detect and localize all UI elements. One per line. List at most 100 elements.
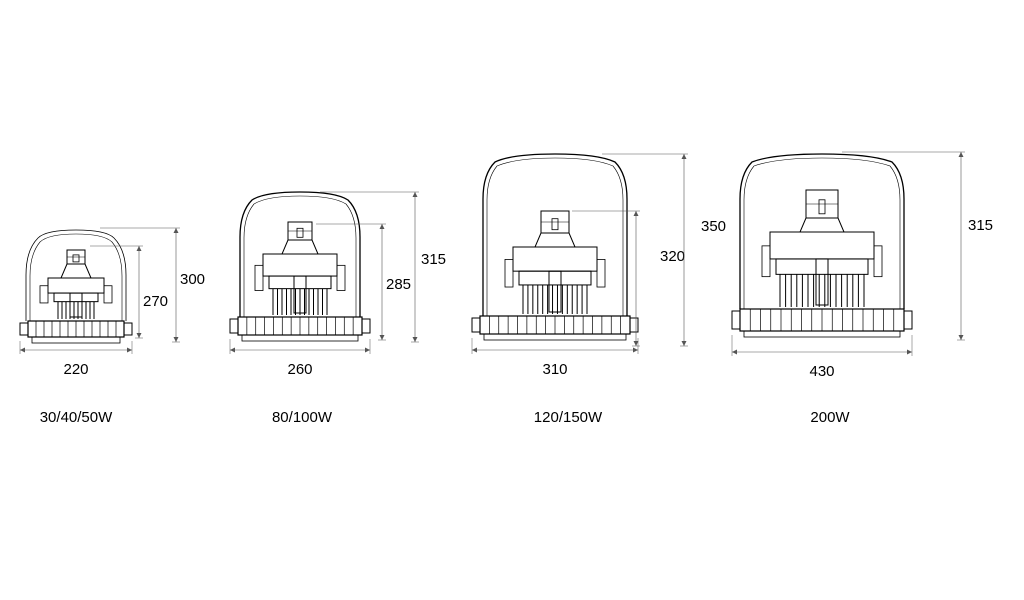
rect	[72, 254, 80, 263]
arrow-head	[136, 246, 142, 251]
width-label: 430	[809, 363, 834, 380]
height-label: 315	[421, 251, 446, 268]
rect	[504, 259, 514, 288]
arrow-head	[472, 347, 477, 353]
rect	[518, 270, 592, 286]
path	[799, 217, 845, 233]
path	[243, 195, 357, 317]
rect	[293, 275, 307, 314]
height-dimensions: 320 350	[572, 153, 726, 347]
path	[486, 157, 624, 316]
rect	[69, 292, 83, 318]
rect	[47, 277, 105, 294]
top-connector	[60, 249, 92, 279]
arrow-head	[958, 335, 964, 340]
rect	[19, 322, 29, 336]
height-dimensions: 285 315	[316, 191, 446, 343]
path	[482, 153, 628, 316]
guard-cage	[239, 191, 361, 317]
heat-sink	[39, 277, 113, 319]
rect	[629, 317, 639, 333]
rect	[483, 333, 627, 341]
rect	[761, 245, 771, 278]
rect	[818, 199, 826, 215]
height-dimensions: 315	[842, 151, 993, 341]
rect	[254, 264, 264, 291]
path	[239, 191, 361, 317]
rect	[873, 245, 883, 278]
guard-cage	[482, 153, 628, 316]
arrow-head	[732, 349, 737, 355]
wattage-caption: 120/150W	[534, 409, 603, 426]
base-ring	[19, 320, 133, 344]
arrow-head	[907, 349, 912, 355]
path	[743, 157, 901, 309]
height-label: 350	[701, 218, 726, 235]
path	[534, 232, 576, 248]
base-ring	[731, 308, 913, 338]
height-label: 285	[386, 276, 411, 293]
arrow-head	[173, 228, 179, 233]
arrow-head	[412, 192, 418, 197]
heat-sink	[254, 253, 346, 315]
path	[281, 239, 319, 255]
rect	[39, 285, 49, 304]
height-label: 270	[143, 293, 168, 310]
fixture-2: 260 285 315 80/100W	[229, 191, 446, 426]
arrow-head	[379, 335, 385, 340]
heat-sink	[761, 231, 883, 307]
height-label: 315	[968, 217, 993, 234]
arrow-head	[20, 347, 25, 353]
rect	[596, 259, 606, 288]
rect	[548, 270, 562, 313]
arrow-head	[230, 347, 235, 353]
heat-sink	[504, 246, 606, 314]
rect	[769, 231, 875, 260]
wattage-caption: 30/40/50W	[40, 409, 113, 426]
rect	[296, 227, 304, 238]
rect	[903, 310, 913, 330]
wattage-caption: 200W	[810, 409, 850, 426]
guard-cage	[25, 229, 127, 321]
rect	[31, 336, 121, 344]
width-dimension: 260	[229, 339, 371, 378]
path	[25, 229, 127, 321]
arrow-head	[958, 152, 964, 157]
arrow-head	[681, 154, 687, 159]
rect	[336, 264, 346, 291]
width-dimension: 220	[19, 341, 133, 378]
rect	[241, 334, 359, 342]
top-connector	[534, 210, 576, 248]
path	[739, 153, 905, 309]
rect	[551, 218, 559, 231]
arrow-head	[379, 224, 385, 229]
rect	[53, 292, 99, 303]
arrow-head	[127, 347, 132, 353]
rect	[123, 322, 133, 336]
height-label: 320	[660, 248, 685, 265]
arrow-head	[681, 341, 687, 346]
path	[29, 233, 123, 321]
wattage-caption: 80/100W	[272, 409, 333, 426]
arrow-head	[365, 347, 370, 353]
rect	[815, 258, 829, 306]
arrow-head	[412, 337, 418, 342]
rect	[262, 253, 338, 277]
width-label: 220	[63, 361, 88, 378]
rect	[512, 246, 598, 272]
width-dimension: 430	[731, 335, 913, 380]
arrow-head	[173, 337, 179, 342]
rect	[775, 258, 869, 275]
base-ring	[229, 316, 371, 342]
rect	[743, 330, 901, 338]
rect	[361, 318, 371, 334]
base-ring	[471, 315, 639, 341]
guard-cage	[739, 153, 905, 309]
width-label: 260	[287, 361, 312, 378]
top-connector	[281, 221, 319, 255]
rect	[229, 318, 239, 334]
